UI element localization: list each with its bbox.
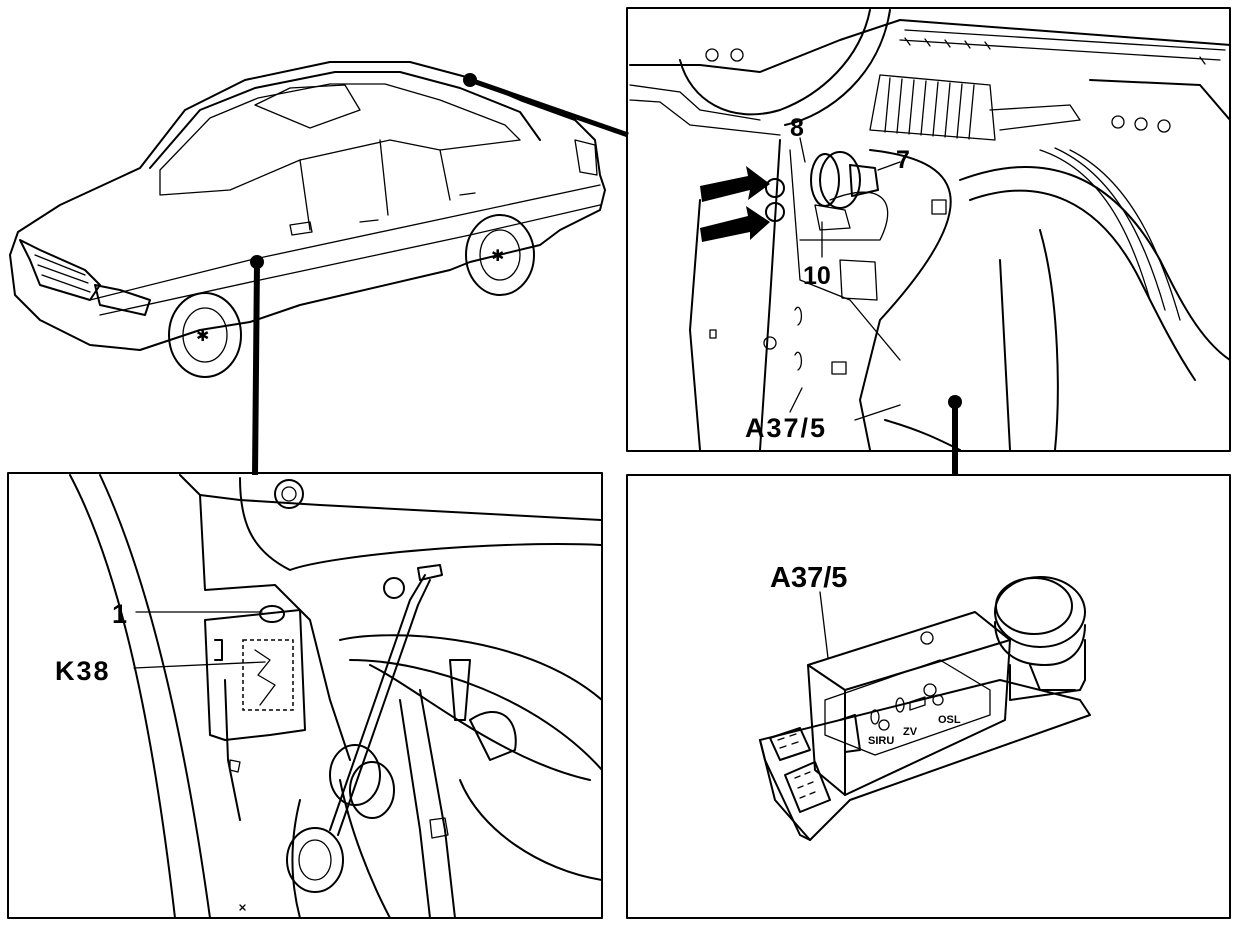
detail-bottom-left: 1 K38 [7, 472, 603, 919]
callout-pointers [250, 73, 962, 476]
label-osl: OSL [938, 714, 961, 726]
label-7: 7 [896, 146, 910, 174]
label-zv: ZV [903, 726, 918, 738]
svg-text:✱: ✱ [196, 328, 209, 345]
label-k38: K38 [55, 656, 111, 686]
label-siru: SIRU [868, 735, 894, 747]
label-a37-5-top: A37/5 [745, 413, 827, 443]
car-overview: ✱ ✱ [9, 61, 606, 378]
detail-top-right: 8 7 10 A37/5 [626, 7, 1231, 452]
label-1: 1 [112, 599, 127, 629]
label-a37-5-module: A37/5 [770, 562, 847, 594]
label-10: 10 [803, 262, 831, 290]
svg-text:✱: ✱ [491, 248, 504, 265]
label-8: 8 [790, 114, 804, 142]
detail-bottom-right: A37/5 SIRU ZV OSL [626, 474, 1231, 919]
